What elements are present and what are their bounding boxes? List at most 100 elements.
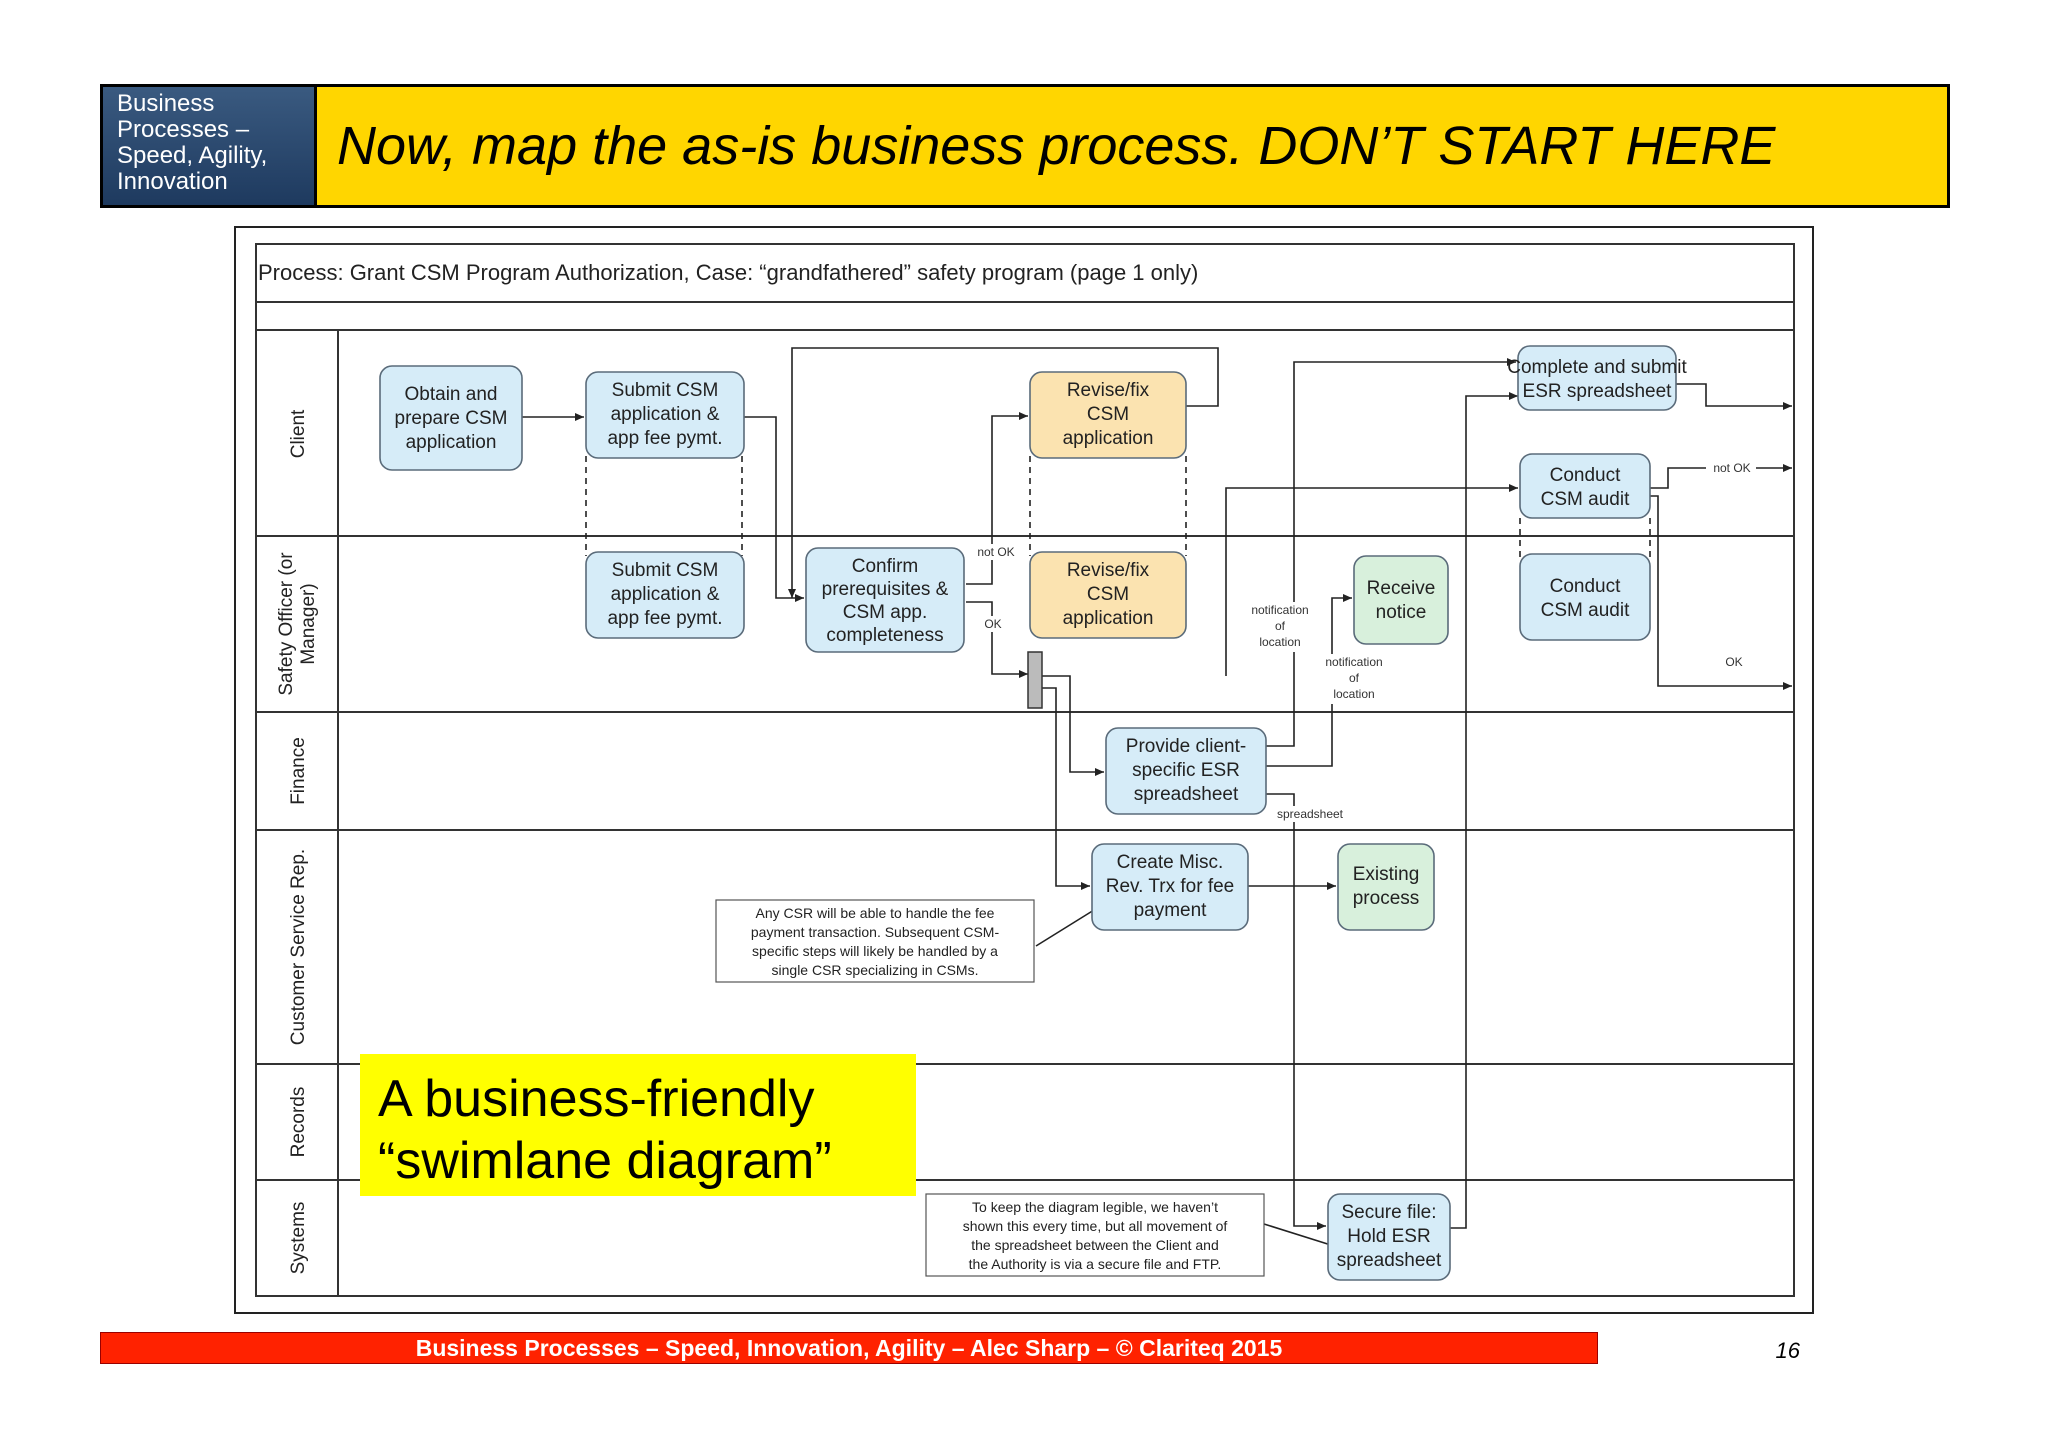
- box-secure-file: [1327, 1193, 1451, 1281]
- lane-label-safety-officer-2: Manager): [298, 583, 319, 664]
- box-text: Conduct: [1550, 465, 1621, 486]
- process-title: Process: Grant CSM Program Authorization…: [258, 260, 1198, 285]
- lane-label-csr: Customer Service Rep.: [288, 849, 309, 1045]
- box-text: notice: [1376, 602, 1427, 623]
- box-text: ESR spreadsheet: [1523, 381, 1673, 402]
- box-text: prerequisites &: [822, 579, 949, 600]
- note-line: payment transaction. Subsequent CSM-: [751, 924, 1000, 940]
- box-text: application: [1063, 428, 1154, 449]
- note-line: the Authority is via a secure file and F…: [969, 1256, 1222, 1272]
- label-notification-2a: notification: [1325, 655, 1382, 669]
- box-text: app fee pymt.: [607, 428, 722, 449]
- label-spreadsheet: spreadsheet: [1277, 807, 1344, 821]
- label-notification-2b: of: [1349, 671, 1360, 685]
- note-line: specific steps will likely be handled by…: [752, 943, 998, 959]
- box-text: Conduct: [1550, 576, 1621, 597]
- box-text: prepare CSM: [395, 408, 508, 429]
- box-text: spreadsheet: [1337, 1250, 1442, 1271]
- header-tag-line: Innovation: [117, 168, 228, 195]
- box-existing-process: [1337, 843, 1435, 931]
- box-receive-notice: [1353, 555, 1449, 645]
- note-csr: [715, 899, 1035, 983]
- box-confirm-prerequisites: [805, 547, 965, 653]
- box-text: Create Misc.: [1117, 852, 1224, 873]
- annotation-notes: Any CSR will be able to handle the fee p…: [715, 899, 1265, 1277]
- label-notification-1b: of: [1275, 619, 1286, 633]
- label-not-ok-2: not OK: [1713, 461, 1750, 475]
- box-text: Existing: [1353, 864, 1420, 885]
- slide-title-text: Now, map the as-is business process. DON…: [337, 116, 1776, 176]
- note-line: the spreadsheet between the Client and: [971, 1237, 1219, 1253]
- lane-label-records: Records: [288, 1087, 309, 1158]
- note-legibility: [925, 1193, 1265, 1277]
- box-text: Obtain and: [405, 384, 498, 405]
- box-text: Rev. Trx for fee: [1106, 876, 1234, 897]
- box-text: spreadsheet: [1134, 784, 1239, 805]
- box-text: Submit CSM: [612, 380, 719, 401]
- header-section-tag: Business Processes – Speed, Agility, Inn…: [100, 84, 314, 208]
- box-text: Secure file:: [1341, 1202, 1436, 1223]
- box-text: application: [406, 432, 497, 453]
- box-text: CSM audit: [1541, 600, 1630, 621]
- header-tag-line: Processes –: [117, 116, 250, 143]
- callout-line: A business-friendly: [378, 1070, 815, 1128]
- swimlane-callout: A business-friendly “swimlane diagram”: [360, 1054, 916, 1196]
- lane-label-systems: Systems: [288, 1202, 309, 1275]
- connectors: [522, 347, 1792, 1247]
- note-line: To keep the diagram legible, we haven’t: [972, 1199, 1218, 1215]
- box-complete-submit: [1517, 345, 1677, 411]
- box-text: Confirm: [852, 556, 919, 577]
- box-text: CSM app.: [843, 602, 927, 623]
- box-conduct-audit-safety: [1519, 553, 1651, 641]
- box-obtain-prepare: [379, 365, 523, 471]
- box-text: Revise/fix: [1067, 560, 1150, 581]
- box-text: specific ESR: [1132, 760, 1240, 781]
- box-revise-safety: [1029, 551, 1187, 639]
- box-conduct-audit-client: [1519, 453, 1651, 519]
- box-text: completeness: [826, 625, 943, 646]
- box-text: CSM: [1087, 404, 1129, 425]
- footer-text: Business Processes – Speed, Innovation, …: [415, 1335, 1283, 1361]
- page-number: 16: [1775, 1338, 1800, 1363]
- note-line: Any CSR will be able to handle the fee: [756, 905, 995, 921]
- diagram-inner-frame: [255, 243, 1795, 1297]
- note-line: shown this every time, but all movement …: [963, 1218, 1228, 1234]
- label-ok: OK: [984, 617, 1001, 631]
- lane-label-client: Client: [288, 409, 309, 458]
- box-text: Hold ESR: [1347, 1226, 1430, 1247]
- label-notification-1c: location: [1259, 635, 1300, 649]
- box-provide-esr: [1105, 727, 1267, 815]
- box-text: CSM: [1087, 584, 1129, 605]
- slide-title: Now, map the as-is business process. DON…: [314, 84, 1950, 208]
- box-create-misc-rev: [1091, 843, 1249, 931]
- lane-label-safety-officer: Safety Officer (or: [276, 552, 297, 696]
- note-line: single CSR specializing in CSMs.: [772, 962, 979, 978]
- box-text: Receive: [1367, 578, 1436, 599]
- fork-bar: [1027, 651, 1043, 709]
- box-text: Submit CSM: [612, 560, 719, 581]
- label-not-ok: not OK: [977, 545, 1014, 559]
- header-tag-line: Speed, Agility,: [117, 142, 268, 169]
- connector-labels: not OK OK notification of location notif…: [972, 460, 1756, 822]
- box-submit-client: [585, 371, 745, 459]
- header-tag-line: Business: [117, 90, 215, 117]
- box-text: application &: [611, 404, 720, 425]
- box-submit-safety: [585, 551, 745, 639]
- box-text: app fee pymt.: [607, 608, 722, 629]
- box-text: application: [1063, 608, 1154, 629]
- box-revise-client: [1029, 371, 1187, 459]
- footer-bar: Business Processes – Speed, Innovation, …: [100, 1332, 1598, 1364]
- lane-label-finance: Finance: [288, 737, 309, 805]
- label-notification-2c: location: [1333, 687, 1374, 701]
- box-text: Complete and submit: [1507, 357, 1687, 378]
- process-boxes: Obtain and prepare CSM application Submi…: [379, 345, 1687, 1281]
- box-text: process: [1353, 888, 1420, 909]
- box-text: Provide client-: [1126, 736, 1246, 757]
- swimlane-diagram-svg: Process: Grant CSM Program Authorization…: [255, 243, 1795, 1297]
- box-text: Revise/fix: [1067, 380, 1150, 401]
- box-text: application &: [611, 584, 720, 605]
- box-text: CSM audit: [1541, 489, 1630, 510]
- callout-line: “swimlane diagram”: [378, 1132, 832, 1190]
- box-text: payment: [1134, 900, 1208, 921]
- label-ok-2: OK: [1725, 655, 1742, 669]
